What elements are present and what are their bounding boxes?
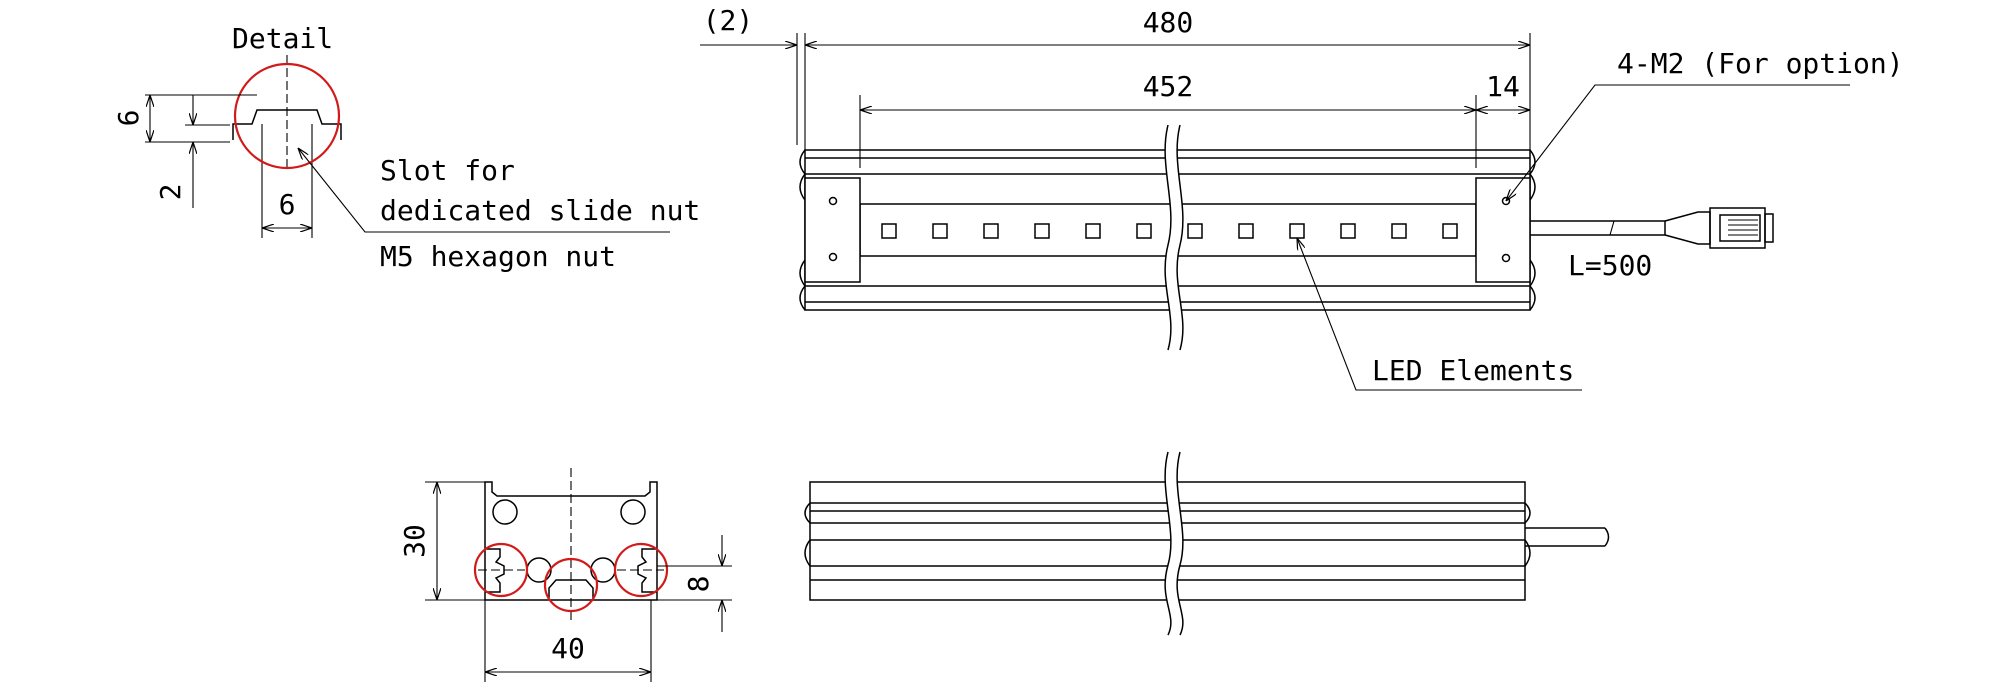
end-slot-highlight-right <box>613 542 669 598</box>
led-element <box>1442 223 1458 239</box>
side-view <box>804 451 1610 636</box>
cable-connector <box>1530 207 1774 249</box>
end-cap-left <box>804 177 861 283</box>
led-element <box>1187 223 1203 239</box>
led-elements <box>881 223 1458 239</box>
detail-dim-depth: 2 <box>154 184 187 201</box>
detail-dim-height: 6 <box>112 110 145 127</box>
led-element <box>1085 223 1101 239</box>
led-element <box>1340 223 1356 239</box>
detail-view: Detail 6 2 6 Slot for dedicated slide nu… <box>112 22 700 273</box>
callout-screw: 4-M2 (For option) <box>1617 47 1904 80</box>
end-slot-highlight-left <box>473 542 529 598</box>
led-element <box>1391 223 1407 239</box>
detail-callout-slot-line1: Slot for <box>380 154 515 187</box>
end-cap-right <box>1475 177 1531 283</box>
break-mark-front <box>1165 125 1183 350</box>
detail-dim-width: 6 <box>279 188 296 221</box>
end-slot-highlight-bottom <box>543 557 599 613</box>
front-dim-end: 14 <box>1486 70 1520 103</box>
front-view: (2) 480 452 14 <box>700 4 1904 391</box>
led-element <box>881 223 897 239</box>
front-dim-overall: 480 <box>1143 6 1194 39</box>
front-dim-offset: (2) <box>703 4 754 37</box>
cable-length-label: L=500 <box>1568 249 1652 282</box>
led-element <box>983 223 999 239</box>
callout-led: LED Elements <box>1372 354 1574 387</box>
detail-callout-nut: M5 hexagon nut <box>380 240 616 273</box>
led-element <box>932 223 948 239</box>
detail-title: Detail <box>232 22 333 55</box>
detail-callout-slot-line2: dedicated slide nut <box>380 194 700 227</box>
front-dim-led-span: 452 <box>1143 70 1194 103</box>
detail-highlight-circle <box>233 62 341 170</box>
end-dim-width: 40 <box>551 632 585 665</box>
led-element <box>1136 223 1152 239</box>
led-element <box>1238 223 1254 239</box>
end-profile <box>484 481 658 601</box>
end-dim-slot-height: 8 <box>682 576 715 593</box>
end-dim-height: 30 <box>398 524 431 558</box>
end-view: 30 40 8 <box>398 468 732 682</box>
led-element <box>1034 223 1050 239</box>
led-element <box>1289 223 1305 239</box>
